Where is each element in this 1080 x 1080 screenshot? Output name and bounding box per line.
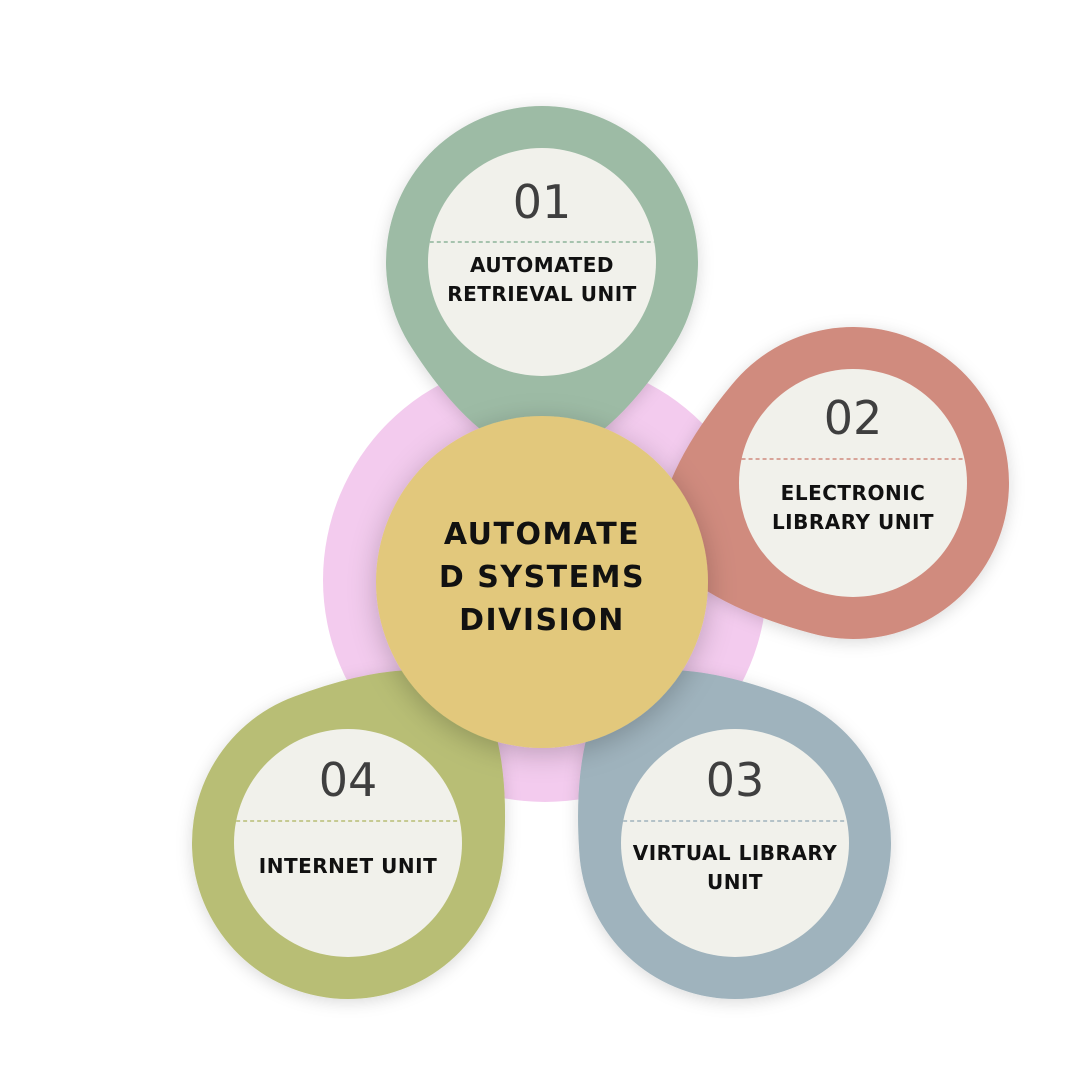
- center-circle: [376, 416, 708, 748]
- unit-03-inner-circle: [621, 729, 849, 957]
- center-hub: AUTOMATE D SYSTEMS DIVISION: [376, 416, 708, 748]
- unit-02-inner-circle: [739, 369, 967, 597]
- center-label-line-1: AUTOMATE: [444, 517, 640, 552]
- unit-03-number: 03: [706, 753, 765, 807]
- unit-01-number: 01: [513, 175, 572, 229]
- unit-04-inner-circle: [234, 729, 462, 957]
- unit-04-label-line-1: INTERNET UNIT: [259, 854, 437, 878]
- unit-03-label-line-1: VIRTUAL LIBRARY: [633, 841, 837, 865]
- center-label-line-3: DIVISION: [459, 603, 625, 638]
- unit-02-label-line-2: LIBRARY UNIT: [772, 510, 934, 534]
- unit-01-label-line-1: AUTOMATED: [470, 253, 614, 277]
- unit-03-label-line-2: UNIT: [707, 870, 763, 894]
- unit-01-inner-circle: [428, 148, 656, 376]
- unit-02-number: 02: [824, 391, 883, 445]
- unit-04-number: 04: [319, 753, 378, 807]
- unit-02-label-line-1: ELECTRONIC: [781, 481, 926, 505]
- unit-01-label-line-2: RETRIEVAL UNIT: [447, 282, 637, 306]
- center-label-line-2: D SYSTEMS: [439, 560, 645, 595]
